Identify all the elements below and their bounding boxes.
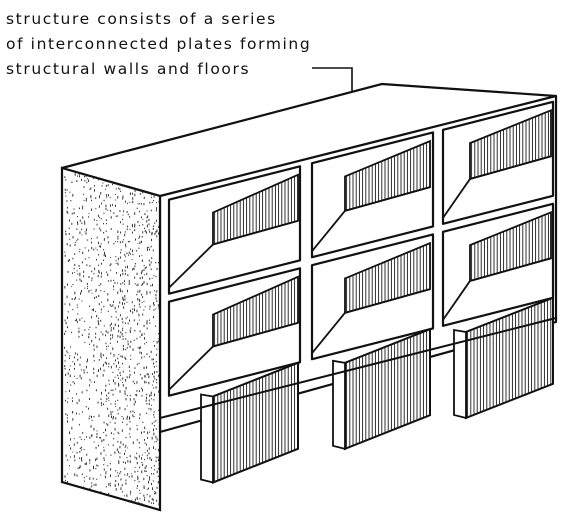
partition-hatch-r1-c2 [346,142,428,211]
cell-floor-r1-c2 [311,186,431,252]
ground-wall-hatch-1 [214,364,296,482]
cell-floor-r1-c1 [168,219,299,289]
partition-hatch-r1-c3 [471,111,549,179]
partition-hatch-r2-c3 [471,213,549,281]
cell-floor-r2-c1 [168,321,299,391]
roof-front-edge [159,94,557,198]
cell-floor-r2-c3 [442,257,552,321]
cell-floor-r1-c3 [442,155,552,219]
ground-wall-edge-3 [453,328,467,420]
annotation-line-3: structural walls and floors [6,60,250,78]
plate-structure [60,82,558,512]
ground-wall-edge-2 [332,359,346,450]
partition-hatch-r1-c1 [214,176,296,244]
annotation-line-2: of interconnected plates forming [6,35,311,53]
partition-hatch-r2-c1 [214,278,296,346]
ground-wall-edge-1 [200,393,214,484]
annotation-text: structure consists of a series of interc… [6,10,311,78]
cell-floor-r2-c2 [311,288,431,354]
partition-hatch-r2-c2 [346,244,428,313]
annotation-line-1: structure consists of a series [6,10,277,28]
ground-wall-hatch-2 [346,330,428,449]
bottom-floor-edge [159,317,557,419]
